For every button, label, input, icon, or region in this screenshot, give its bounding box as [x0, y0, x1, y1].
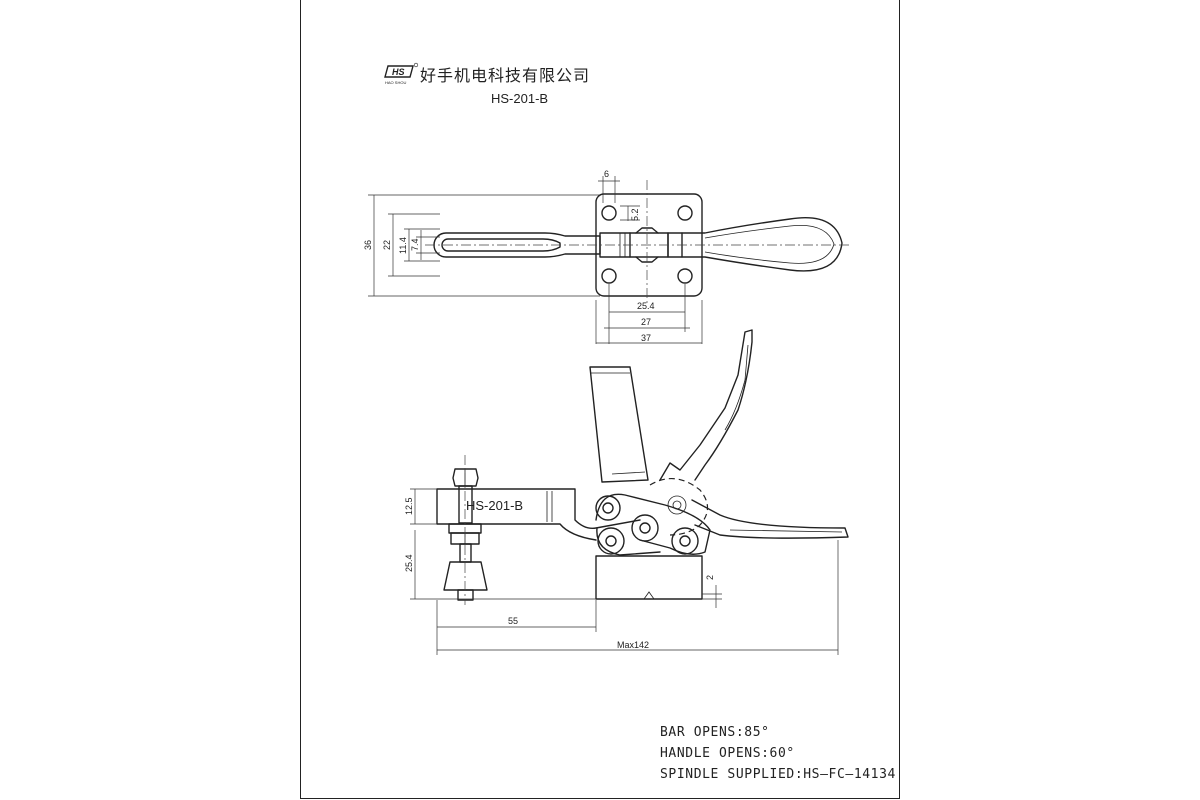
drawing-sheet — [300, 0, 900, 799]
dim-7-4: 7.4 — [410, 238, 420, 251]
dim-27: 27 — [641, 317, 651, 327]
handle-grip — [681, 217, 843, 272]
note-handle-opens: HANDLE OPENS:60° — [660, 746, 795, 761]
dim-25-4-top: 25.4 — [637, 301, 655, 311]
dim-55: 55 — [508, 616, 518, 626]
dim-11-4: 11.4 — [398, 237, 408, 254]
spindle-shaft — [458, 485, 473, 524]
dim-5-2: 5.2 — [630, 208, 640, 221]
dim-12-5: 12.5 — [404, 497, 414, 515]
clamp-arm — [433, 232, 601, 258]
dim-2: 2 — [705, 575, 715, 580]
dim-36: 36 — [363, 240, 373, 250]
note-bar-opens: BAR OPENS:85° — [660, 725, 770, 740]
note-spindle: SPINDLE SUPPLIED:HS–FC–14134 — [660, 767, 896, 782]
handle-open — [659, 329, 753, 481]
side-view-label: HS-201-B — [466, 498, 524, 513]
side-arm — [436, 488, 641, 541]
arm-open — [589, 366, 649, 483]
dim-25-4-side: 25.4 — [404, 554, 414, 572]
dim-37: 37 — [641, 333, 651, 343]
top-view: 6 5.2 36 22 11.4 7.4 25.4 27 37 — [363, 169, 850, 344]
mounting-hole — [677, 268, 693, 284]
hs-logo-icon: HS HAO SHOU — [384, 62, 419, 85]
side-view: 12.5 25.4 2 55 Max142 — [404, 329, 849, 655]
mounting-hole — [601, 268, 617, 284]
handle-closed — [691, 499, 849, 539]
mounting-hole — [601, 205, 617, 221]
dim-22: 22 — [382, 240, 392, 250]
arm-slot — [441, 238, 561, 252]
base-block — [595, 555, 703, 600]
dim-6: 6 — [604, 169, 609, 179]
spindle-tip — [443, 561, 488, 591]
hex-nut — [452, 468, 479, 487]
logo-text: HS — [392, 67, 405, 77]
mounting-hole — [677, 205, 693, 221]
logo-subtext: HAO SHOU — [385, 80, 406, 85]
model-title: HS-201-B — [491, 91, 549, 106]
dim-max142: Max142 — [617, 640, 649, 650]
company-name: 好手机电科技有限公司 — [420, 66, 591, 85]
